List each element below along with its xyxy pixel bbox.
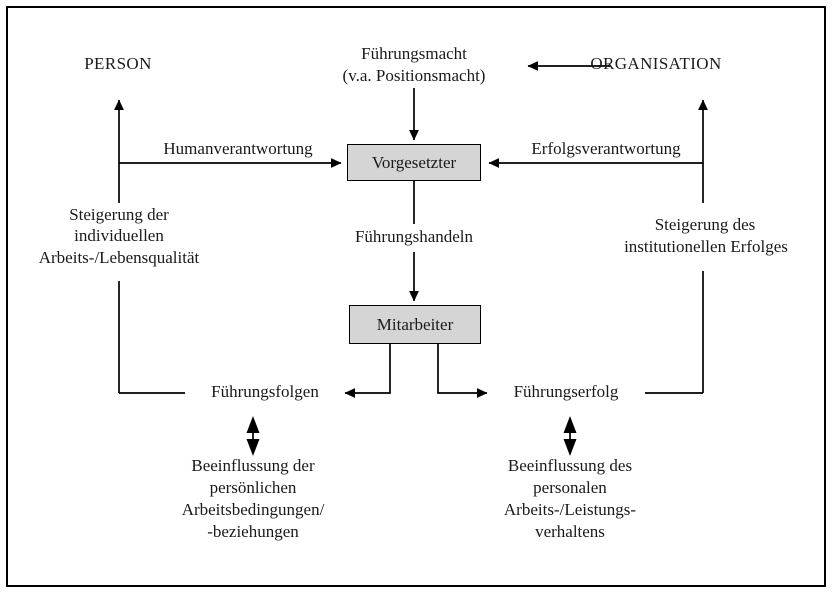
label-organisation: ORGANISATION xyxy=(590,54,722,73)
label-beeinflussung-links-line3: Arbeitsbedingungen/ xyxy=(181,500,325,519)
label-steigerung-person-line3: Arbeits-/Lebensqualität xyxy=(38,248,200,267)
label-humanverantwortung: Humanverantwortung xyxy=(163,139,313,158)
label-beeinflussung-rechts-line3: Arbeits-/Leistungs- xyxy=(503,500,637,519)
label-steigerung-org-line1: Steigerung des xyxy=(654,215,756,234)
label-fuehrungsmacht-line1: Führungsmacht xyxy=(361,44,467,63)
label-beeinflussung-links-line4: -beziehungen xyxy=(207,522,299,541)
label-beeinflussung-links-line1: Beeinflussung der xyxy=(191,456,315,475)
label-beeinflussung-rechts-line2: personalen xyxy=(533,478,607,497)
label-fuehrungsfolgen: Führungsfolgen xyxy=(185,382,345,403)
label-fuehrungshandeln: Führungshandeln xyxy=(354,227,474,246)
double-arrow-right-head-down xyxy=(563,439,577,456)
double-arrow-left-head-down xyxy=(246,439,260,456)
double-arrow-right-head-up xyxy=(563,416,577,433)
label-beeinflussung-links-line2: persönlichen xyxy=(209,478,297,497)
node-vorgesetzter[interactable]: Vorgesetzter xyxy=(347,144,481,181)
label-erfolgsverantwortung: Erfolgsverantwortung xyxy=(531,139,681,158)
label-person: PERSON xyxy=(84,54,152,73)
edge-mitarbeiter-to-fuehrungsfolgen xyxy=(344,344,391,398)
label-steigerung-person-line1: Steigerung der xyxy=(69,205,169,224)
label-steigerung-org-line2: institutionellen Erfolges xyxy=(624,237,788,256)
edge-mitarbeiter-to-fuehrungserfolg xyxy=(437,344,488,398)
label-steigerung-person-line2: individuellen xyxy=(74,226,164,245)
double-arrow-left-head-up xyxy=(246,416,260,433)
diagram-frame xyxy=(6,6,826,587)
label-fuehrungsmacht-line2: (v.a. Positionsmacht) xyxy=(342,66,486,85)
label-beeinflussung-rechts-line4: verhaltens xyxy=(535,522,605,541)
label-beeinflussung-rechts-line1: Beeinflussung des xyxy=(507,456,633,475)
label-fuehrungserfolg: Führungserfolg xyxy=(487,382,645,403)
node-mitarbeiter[interactable]: Mitarbeiter xyxy=(349,305,481,344)
